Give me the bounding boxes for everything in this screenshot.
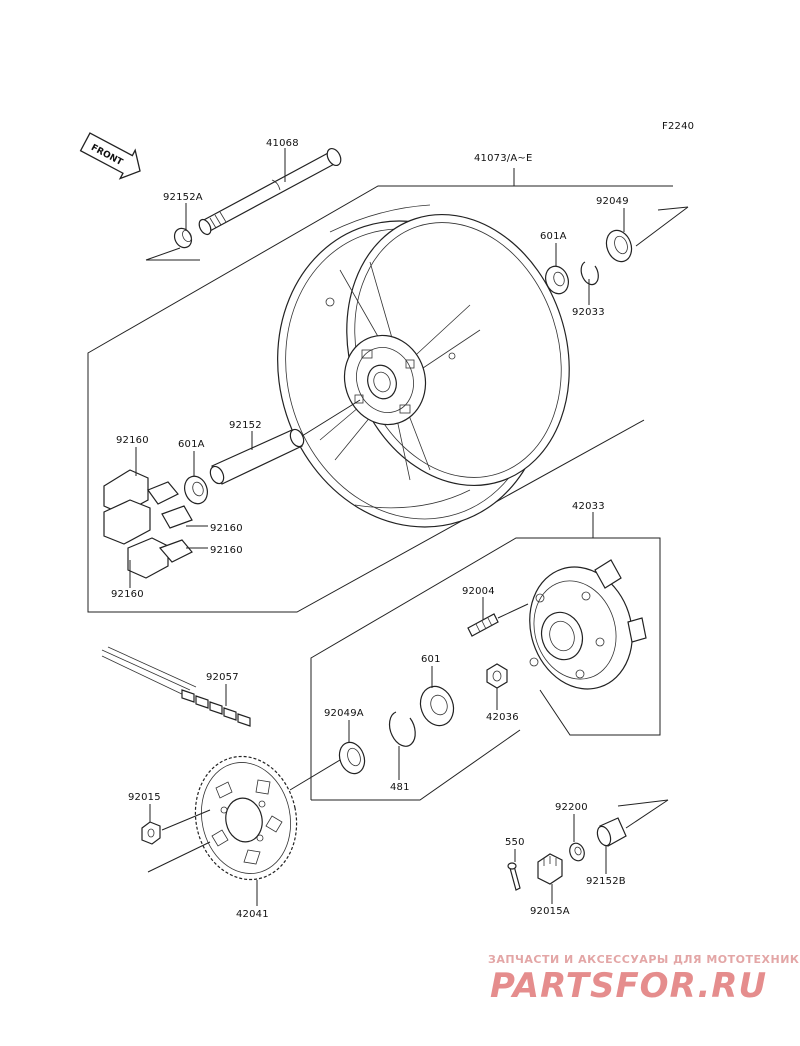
label-41068: 41068 — [266, 138, 299, 149]
damper-92160-set — [103, 469, 193, 579]
watermark-tagline: ЗАПЧАСТИ И АКСЕССУАРЫ ДЛЯ МОТОТЕХНИКИ — [488, 953, 800, 966]
label-92004: 92004 — [462, 586, 495, 597]
bearing-601 — [419, 685, 455, 727]
label-92152A: 92152A — [163, 192, 203, 203]
collar-92152B — [596, 817, 627, 847]
label-42036: 42036 — [486, 712, 519, 723]
seal-92049A — [338, 741, 366, 775]
label-601A-top: 601A — [540, 231, 567, 242]
label-550: 550 — [505, 837, 525, 848]
label-41073: 41073/A~E — [474, 153, 533, 164]
axle-41068 — [198, 147, 342, 236]
stud-92004 — [467, 613, 499, 637]
circlip-92033 — [580, 261, 599, 286]
label-92160-b: 92160 — [210, 523, 243, 534]
label-92033: 92033 — [572, 307, 605, 318]
label-92015A: 92015A — [530, 906, 570, 917]
nut-92015 — [141, 821, 161, 845]
label-92049A: 92049A — [324, 708, 364, 719]
collar-42036 — [486, 663, 508, 689]
label-92057: 92057 — [206, 672, 239, 683]
spacer-92152 — [209, 428, 305, 485]
castle-nut-92015A — [537, 853, 563, 885]
label-601: 601 — [421, 654, 441, 665]
watermark-logo: ЗАПЧАСТИ И АКСЕССУАРЫ ДЛЯ МОТОТЕХНИКИ PA… — [488, 953, 800, 1006]
label-92160-a: 92160 — [116, 435, 149, 446]
label-481: 481 — [390, 782, 410, 793]
label-92160-c: 92160 — [210, 545, 243, 556]
label-92152: 92152 — [229, 420, 262, 431]
sprocket-42041 — [194, 755, 298, 881]
label-42041: 42041 — [236, 909, 269, 920]
washer-92200 — [569, 842, 585, 862]
label-92200: 92200 — [555, 802, 588, 813]
seal-92049 — [605, 229, 633, 263]
bearing-601A-top — [545, 265, 569, 295]
label-92015: 92015 — [128, 792, 161, 803]
wheel-rim-41073 — [277, 204, 570, 528]
collar-92152A — [173, 227, 193, 249]
label-92152B: 92152B — [586, 876, 626, 887]
circlip-481 — [388, 711, 416, 747]
chain-92057 — [101, 646, 251, 727]
diagram-code: F2240 — [662, 121, 694, 132]
watermark-brand: PARTSFOR.RU — [490, 966, 767, 1006]
label-92160-d: 92160 — [111, 589, 144, 600]
label-601A-left: 601A — [178, 439, 205, 450]
hub-assembly-outline — [310, 537, 661, 800]
front-arrow-icon: FRONT — [79, 132, 141, 180]
wheel-assembly-outline — [87, 185, 673, 613]
bearing-601A-left — [184, 475, 208, 505]
label-92049: 92049 — [596, 196, 629, 207]
cotter-pin-550 — [507, 862, 521, 891]
label-42033: 42033 — [572, 501, 605, 512]
coupling-42033 — [529, 559, 647, 690]
